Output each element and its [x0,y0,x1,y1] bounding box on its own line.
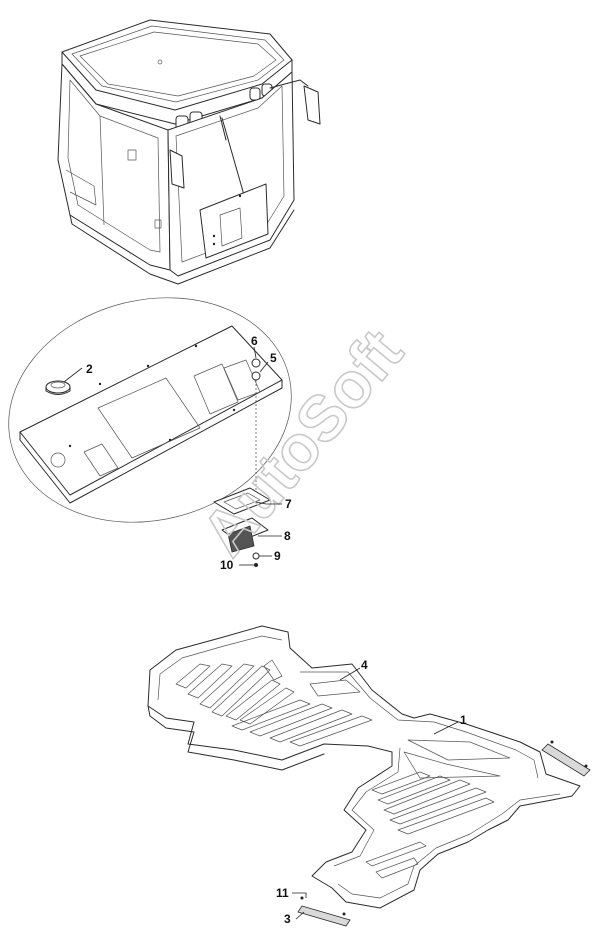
callout-3: 3 [284,912,291,926]
callout-7: 7 [285,497,292,511]
callout-10: 10 [220,558,234,572]
callout-4: 4 [361,658,368,672]
exploded-parts [213,487,271,567]
mat-ribs [175,659,511,879]
roof-panel-detail [8,297,292,523]
callout-8: 8 [284,529,291,543]
mat-bracket-3 [297,905,351,927]
leader-lines [63,346,459,920]
callout-labels: 2 6 5 7 8 9 10 4 1 11 3 [86,334,467,926]
cab-assembly [57,19,321,285]
callout-2: 2 [86,362,93,376]
floor-mat [147,625,591,927]
callout-6: 6 [251,334,258,348]
callout-9: 9 [274,549,281,563]
callout-11: 11 [276,886,289,900]
mat-bracket-right [541,743,591,777]
callout-1: 1 [460,713,467,727]
callout-5: 5 [270,351,277,365]
